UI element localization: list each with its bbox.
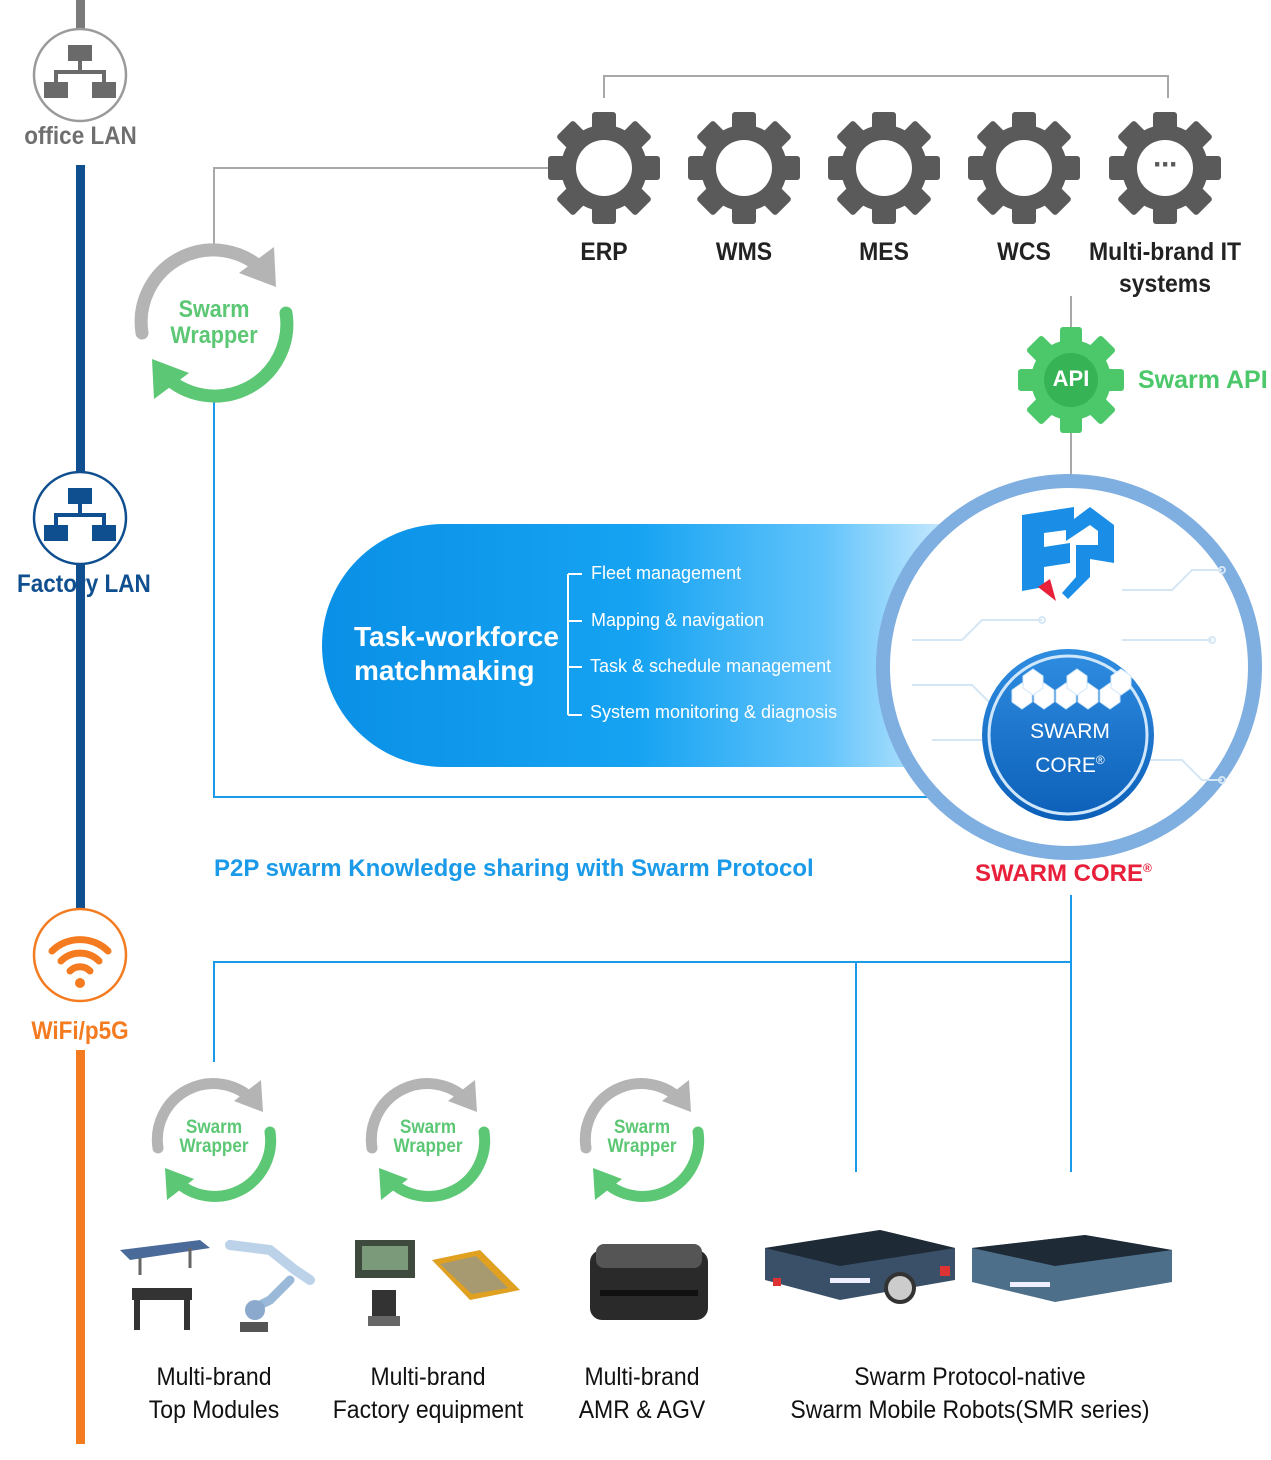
amr-agv-image — [590, 1244, 708, 1320]
smr-line2: Swarm Mobile Robots(SMR series) — [790, 1396, 1150, 1424]
erp-label: ERP — [580, 238, 628, 266]
swarm-core-ring — [876, 474, 1262, 860]
wrapper-line1: Swarm — [613, 1117, 671, 1138]
office-lan-icon — [32, 27, 128, 123]
capsule-title-line2: matchmaking — [354, 655, 535, 686]
swarm-wrapper-small-icon — [365, 1078, 491, 1202]
mes-gear-icon — [828, 112, 940, 224]
swarm-core-label-text: SWARM CORE — [975, 860, 1143, 887]
swarm-core-label: SWARM CORE® — [975, 860, 1152, 888]
mes-label: MES — [859, 238, 909, 266]
top-modules-image — [120, 1240, 315, 1332]
top-modules-label: Multi-brand Top Modules — [127, 1361, 302, 1427]
badge-line1: SWARM — [1030, 720, 1110, 743]
swarm-core-reg-mark: ® — [1143, 861, 1152, 875]
capsule-title-line1: Task-workforce — [354, 621, 559, 652]
swarm-wrapper-large-icon — [134, 243, 294, 403]
feature-system-monitoring: System monitoring & diagnosis — [590, 702, 838, 722]
wrapper-line1: Swarm — [178, 296, 250, 323]
office-lan-label: office LAN — [24, 122, 137, 150]
wms-gear-icon — [688, 112, 800, 224]
factory-lan-label: Factory LAN — [17, 570, 151, 598]
amr-agv-label: Multi-brand AMR & AGV — [564, 1361, 720, 1427]
feature-fleet-management: Fleet management — [591, 563, 742, 583]
badge-reg-mark: ® — [1095, 753, 1105, 767]
smr-robot-image — [765, 1230, 955, 1304]
wcs-gear-icon — [968, 112, 1080, 224]
wrapper-line2: Wrapper — [170, 322, 258, 349]
factory-lan-icon — [32, 470, 128, 566]
badge-line2-wrap: CORE® — [1010, 746, 1130, 780]
wcs-label: WCS — [997, 238, 1051, 266]
feature-task-schedule: Task & schedule management — [590, 656, 832, 676]
equipment-illustrations — [120, 1230, 1172, 1332]
wifi-icon — [32, 907, 128, 1003]
factory-equipment-label: Multi-brand Factory equipment — [327, 1361, 529, 1427]
amr-agv-line2: AMR & AGV — [578, 1396, 706, 1424]
feature-bracket — [567, 573, 582, 716]
wifi-label: WiFi/p5G — [31, 1017, 129, 1045]
swarm-wrapper-small-icon — [151, 1078, 277, 1202]
capsule-title: Task-workforce matchmaking — [354, 620, 559, 688]
swarm-protocol-lines — [213, 402, 1072, 1172]
multi-brand-line1: Multi-brand IT — [1088, 238, 1242, 266]
office-lan-bar — [76, 0, 85, 30]
top-modules-line1: Multi-brand — [156, 1363, 272, 1391]
wms-label: WMS — [715, 238, 773, 266]
smr-line1: Swarm Protocol-native — [854, 1363, 1086, 1391]
smr-robot-image — [972, 1235, 1172, 1302]
more-dots-icon: ··· — [1153, 148, 1179, 181]
smr-label: Swarm Protocol-native Swarm Mobile Robot… — [777, 1361, 1163, 1427]
multi-brand-it-label: Multi-brand IT systems — [1087, 236, 1243, 300]
wrapper-line2: Wrapper — [393, 1136, 463, 1157]
swarm-wrapper-small-label: Swarm Wrapper — [169, 1118, 259, 1156]
swarm-core-badge-text: SWARM CORE® — [1010, 718, 1130, 780]
feature-mapping-navigation: Mapping & navigation — [591, 610, 765, 630]
api-gear-icon — [1018, 327, 1124, 433]
api-gear-label: API — [1052, 366, 1090, 391]
wrapper-line2: Wrapper — [179, 1136, 249, 1157]
p2p-protocol-text: P2P swarm Knowledge sharing with Swarm P… — [214, 855, 814, 882]
top-modules-line2: Top Modules — [148, 1396, 280, 1424]
swarm-wrapper-small-label: Swarm Wrapper — [597, 1118, 687, 1156]
multi-brand-line2: systems — [1118, 270, 1212, 298]
erp-gear-icon — [548, 112, 660, 224]
swarm-api-label: Swarm API — [1138, 366, 1268, 394]
it-bracket-lines — [213, 75, 1169, 475]
factory-equipment-line2: Factory equipment — [332, 1396, 524, 1424]
swarm-wrapper-small-icon — [579, 1078, 705, 1202]
company-logo-icon — [1022, 507, 1114, 601]
wrapper-line2: Wrapper — [607, 1136, 677, 1157]
wrapper-line1: Swarm — [185, 1117, 243, 1138]
factory-equipment-line1: Multi-brand — [370, 1363, 486, 1391]
amr-agv-line1: Multi-brand — [584, 1363, 700, 1391]
badge-line2: CORE — [1035, 754, 1096, 777]
swarm-wrapper-large-label: Swarm Wrapper — [160, 297, 268, 349]
wrapper-line1: Swarm — [399, 1117, 457, 1138]
swarm-wrapper-small-label: Swarm Wrapper — [383, 1118, 473, 1156]
wifi-bar — [76, 1050, 85, 1444]
factory-equipment-image — [355, 1240, 520, 1326]
